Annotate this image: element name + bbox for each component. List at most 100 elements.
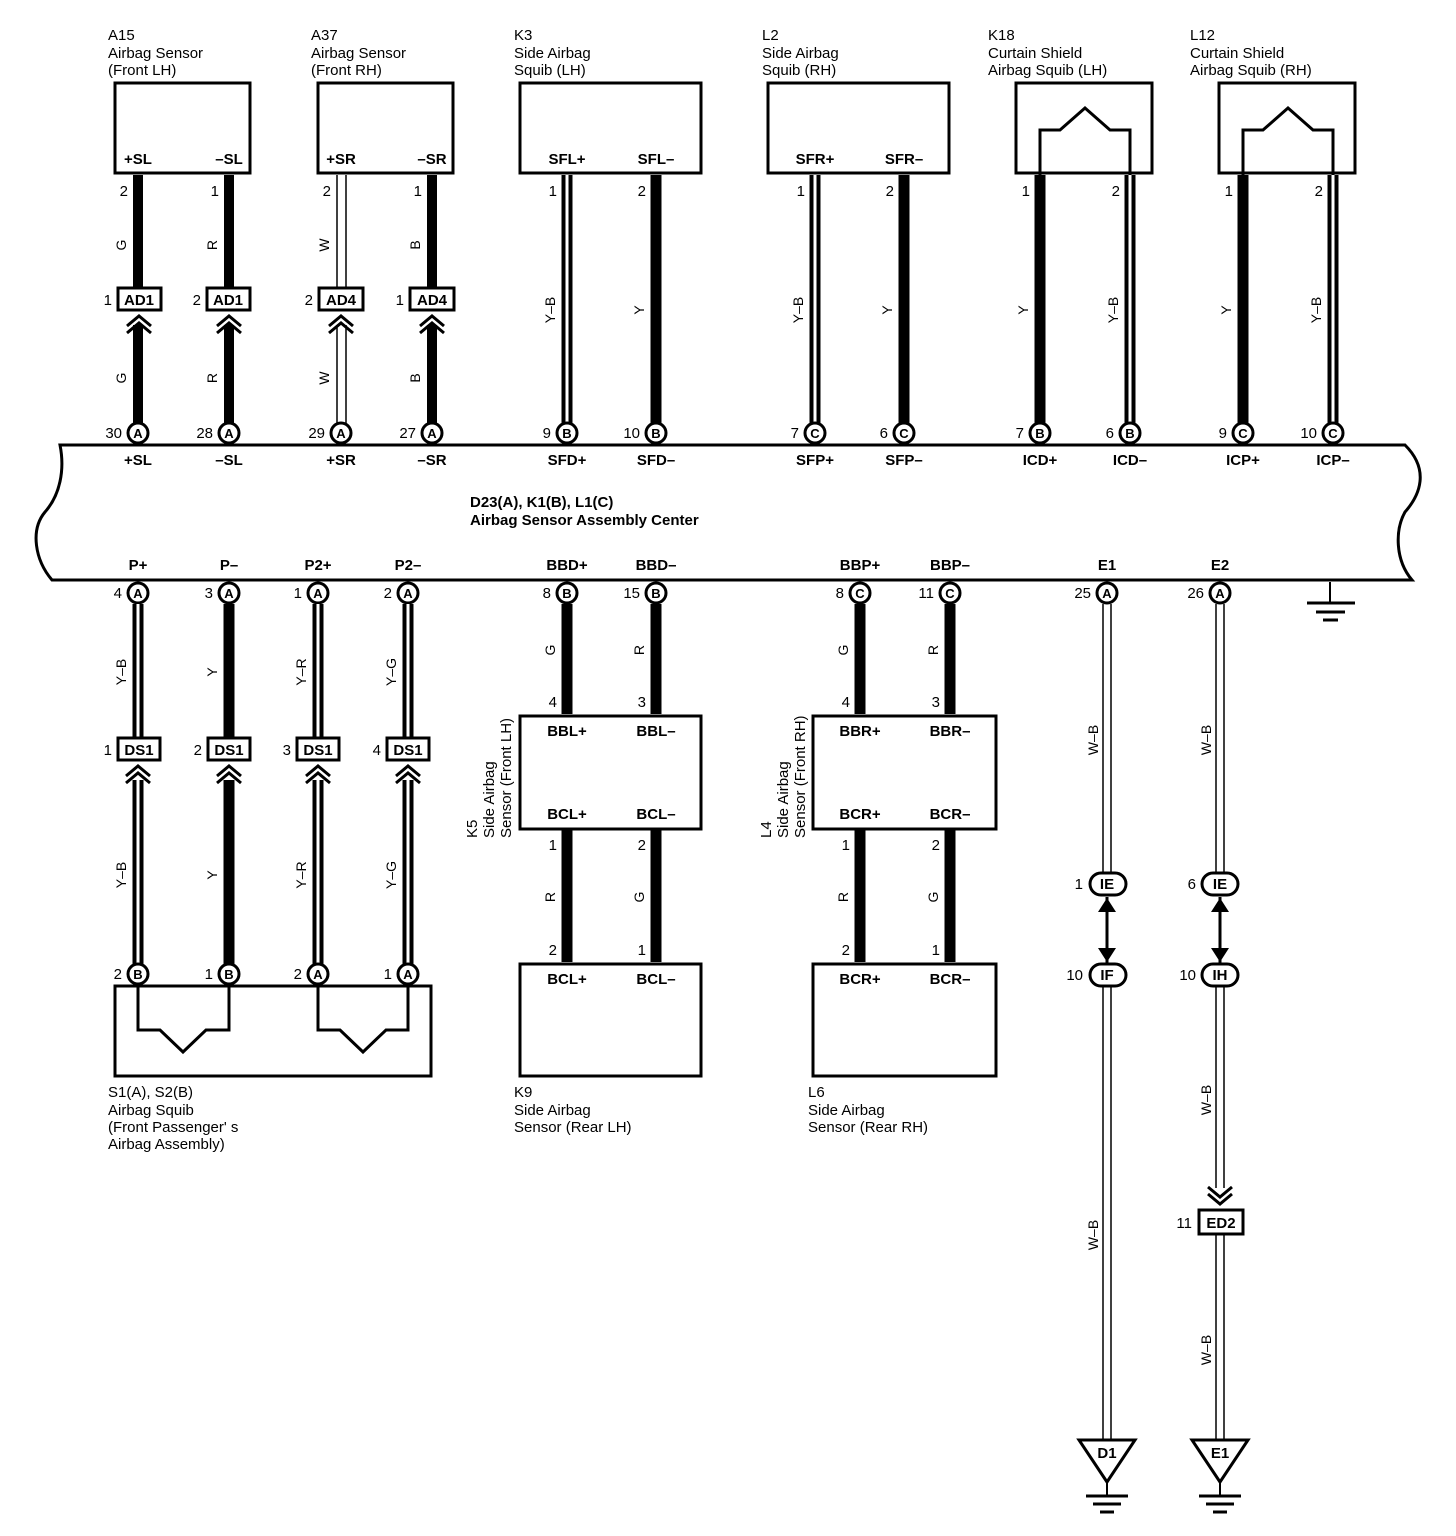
ad4-2-pin: 1 <box>396 292 404 309</box>
color-e1-upper: W–B <box>1085 725 1101 755</box>
k9-box <box>518 962 703 1078</box>
color-l4-l6-1: R <box>835 892 851 902</box>
color-p2-minus-upper: Y–G <box>383 658 399 686</box>
color-a37-2-lower: B <box>407 373 423 382</box>
ecu-top-2-term: +SR <box>326 452 356 469</box>
pin-k18-1: 1 <box>1022 183 1030 200</box>
squib-pin-3-num: 1 <box>384 966 392 983</box>
ad1-1-name: AD1 <box>124 292 154 309</box>
ecu-top-4-num: 9 <box>543 425 551 442</box>
l6-box <box>811 962 998 1078</box>
color-bbp-minus: R <box>925 645 941 655</box>
ecu-top-1-conn: A <box>224 426 234 441</box>
connector-ad4-1: AD4 2 <box>305 286 365 335</box>
squib-pin-0-conn: B <box>133 967 142 982</box>
k5-term-bcl-minus: BCL– <box>636 806 675 823</box>
ecu-bot-3-term: P2– <box>395 557 422 574</box>
color-k5-k9-1: R <box>542 892 558 902</box>
ds1-3-pin: 3 <box>283 742 291 759</box>
k5-name: Side Airbag <box>481 761 498 838</box>
passenger-squib-wires <box>132 604 414 964</box>
label-l12: L12 Curtain Shield Airbag Squib (RH) <box>1190 27 1312 79</box>
l4-box <box>811 714 998 831</box>
l12-box <box>1217 81 1357 175</box>
k5-box <box>518 714 703 831</box>
k18-squib-symbol <box>1038 106 1132 175</box>
a15-name: Airbag Sensor <box>108 45 203 62</box>
ecu-bot-0-term: P+ <box>129 557 148 574</box>
ih-right-pin: 10 <box>1179 967 1196 984</box>
color-k3-1: Y–B <box>542 297 558 323</box>
pin-l4-1: 1 <box>842 837 850 854</box>
ecu-top-2-num: 29 <box>308 425 325 442</box>
ecu-top-7-term: SFP– <box>885 452 923 469</box>
k9-sub: Sensor (Rear LH) <box>514 1119 632 1136</box>
l6-term-bcr-plus: BCR+ <box>839 971 880 988</box>
ecu-top-6-num: 7 <box>791 425 799 442</box>
k5-term-bbl-plus: BBL+ <box>547 723 587 740</box>
pin-k5-2: 2 <box>638 837 646 854</box>
ecu-top-5-term: SFD– <box>637 452 675 469</box>
ecu-top-3-num: 27 <box>399 425 416 442</box>
a15-term-pos: +SL <box>124 151 152 168</box>
s1-id: S1(A), S2(B) <box>108 1084 193 1101</box>
l2-term-pos: SFR+ <box>796 151 835 168</box>
ecu-bot-7-conn: C <box>945 586 955 601</box>
pin-l6-2: 2 <box>842 942 850 959</box>
color-e2-upper: W–B <box>1198 725 1214 755</box>
ad4-1-pin: 2 <box>305 292 313 309</box>
color-l12-1: Y <box>1218 305 1234 315</box>
pin-a37-1: 2 <box>323 183 331 200</box>
k9-name: Side Airbag <box>514 1102 591 1119</box>
color-a15-2-upper: R <box>204 240 220 250</box>
ie-right-name: IE <box>1213 876 1227 893</box>
label-a37: A37 Airbag Sensor (Front RH) <box>311 27 406 79</box>
ecu-bot-1-num: 3 <box>205 585 213 602</box>
k3-id: K3 <box>514 27 532 44</box>
label-s1: S1(A), S2(B) Airbag Squib (Front Passeng… <box>108 1084 238 1153</box>
label-l4: L4 Side Airbag Sensor (Front RH) <box>758 715 809 838</box>
k3-name: Side Airbag <box>514 45 591 62</box>
connector-ds1-1: DS1 1 <box>104 736 162 785</box>
k5-sub: Sensor (Front LH) <box>498 718 515 838</box>
ecu-top-9-term: ICD– <box>1113 452 1147 469</box>
ds1-4-name: DS1 <box>393 742 422 759</box>
ds1-4-pin: 4 <box>373 742 381 759</box>
pin-k5-3: 3 <box>638 694 646 711</box>
pin-k3-2: 2 <box>638 183 646 200</box>
label-l6: L6 Side Airbag Sensor (Rear RH) <box>808 1084 928 1136</box>
ecu-bot-9-term: E2 <box>1211 557 1229 574</box>
a37-sub: (Front RH) <box>311 62 382 79</box>
ecu-id: D23(A), K1(B), L1(C) <box>470 494 613 511</box>
a15-box <box>113 81 252 175</box>
squib-pin-2-num: 2 <box>294 966 302 983</box>
s1-sub1: (Front Passenger' s <box>108 1119 238 1136</box>
ecu-top-9-num: 6 <box>1106 425 1114 442</box>
ecu-top-8-num: 7 <box>1016 425 1024 442</box>
ecu-top-pins: A 30 +SL A 28 –SL A 29 +SR A 27 –SR B 9 … <box>105 421 1350 469</box>
k9-term-bcl-plus: BCL+ <box>547 971 587 988</box>
ecu-bot-8-num: 25 <box>1074 585 1091 602</box>
ecu-top-10-conn: C <box>1238 426 1248 441</box>
color-bbd-plus: G <box>542 645 558 656</box>
l6-sub: Sensor (Rear RH) <box>808 1119 928 1136</box>
ecu-bot-1-term: P– <box>220 557 238 574</box>
k18-sub: Airbag Squib (LH) <box>988 62 1107 79</box>
side-sensor-wires <box>561 604 956 962</box>
ecu-top-5-num: 10 <box>623 425 640 442</box>
ecu-body <box>34 443 1422 582</box>
l2-term-neg: SFR– <box>885 151 923 168</box>
k9-id: K9 <box>514 1084 532 1101</box>
ecu-bot-5-num: 15 <box>623 585 640 602</box>
l4-id: L4 <box>758 821 775 838</box>
ds1-1-name: DS1 <box>124 742 153 759</box>
a37-term-neg: –SR <box>417 151 446 168</box>
pin-a15-2: 1 <box>211 183 219 200</box>
ecu-bot-9-num: 26 <box>1187 585 1204 602</box>
ed2-name: ED2 <box>1206 1215 1235 1232</box>
ecu-top-0-conn: A <box>133 426 143 441</box>
k3-sub: Squib (LH) <box>514 62 586 79</box>
a37-name: Airbag Sensor <box>311 45 406 62</box>
ecu-name: Airbag Sensor Assembly Center <box>470 512 699 529</box>
pin-a15-1: 2 <box>120 183 128 200</box>
